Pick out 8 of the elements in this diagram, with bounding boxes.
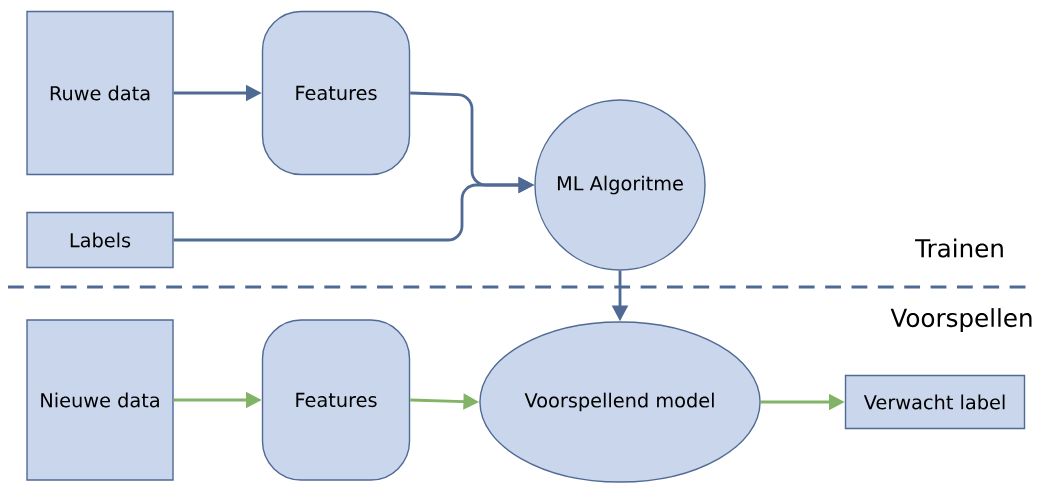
section-label: Voorspellen xyxy=(890,308,1032,332)
process-box: Nieuwe data xyxy=(26,319,174,481)
rounded-box: Features xyxy=(261,10,411,176)
process-box: Verwacht label xyxy=(844,374,1026,430)
section-label: Trainen xyxy=(915,238,1003,258)
rounded-box: Features xyxy=(261,319,411,481)
process-box: Labels xyxy=(26,211,174,269)
process-box: Ruwe data xyxy=(26,10,174,176)
